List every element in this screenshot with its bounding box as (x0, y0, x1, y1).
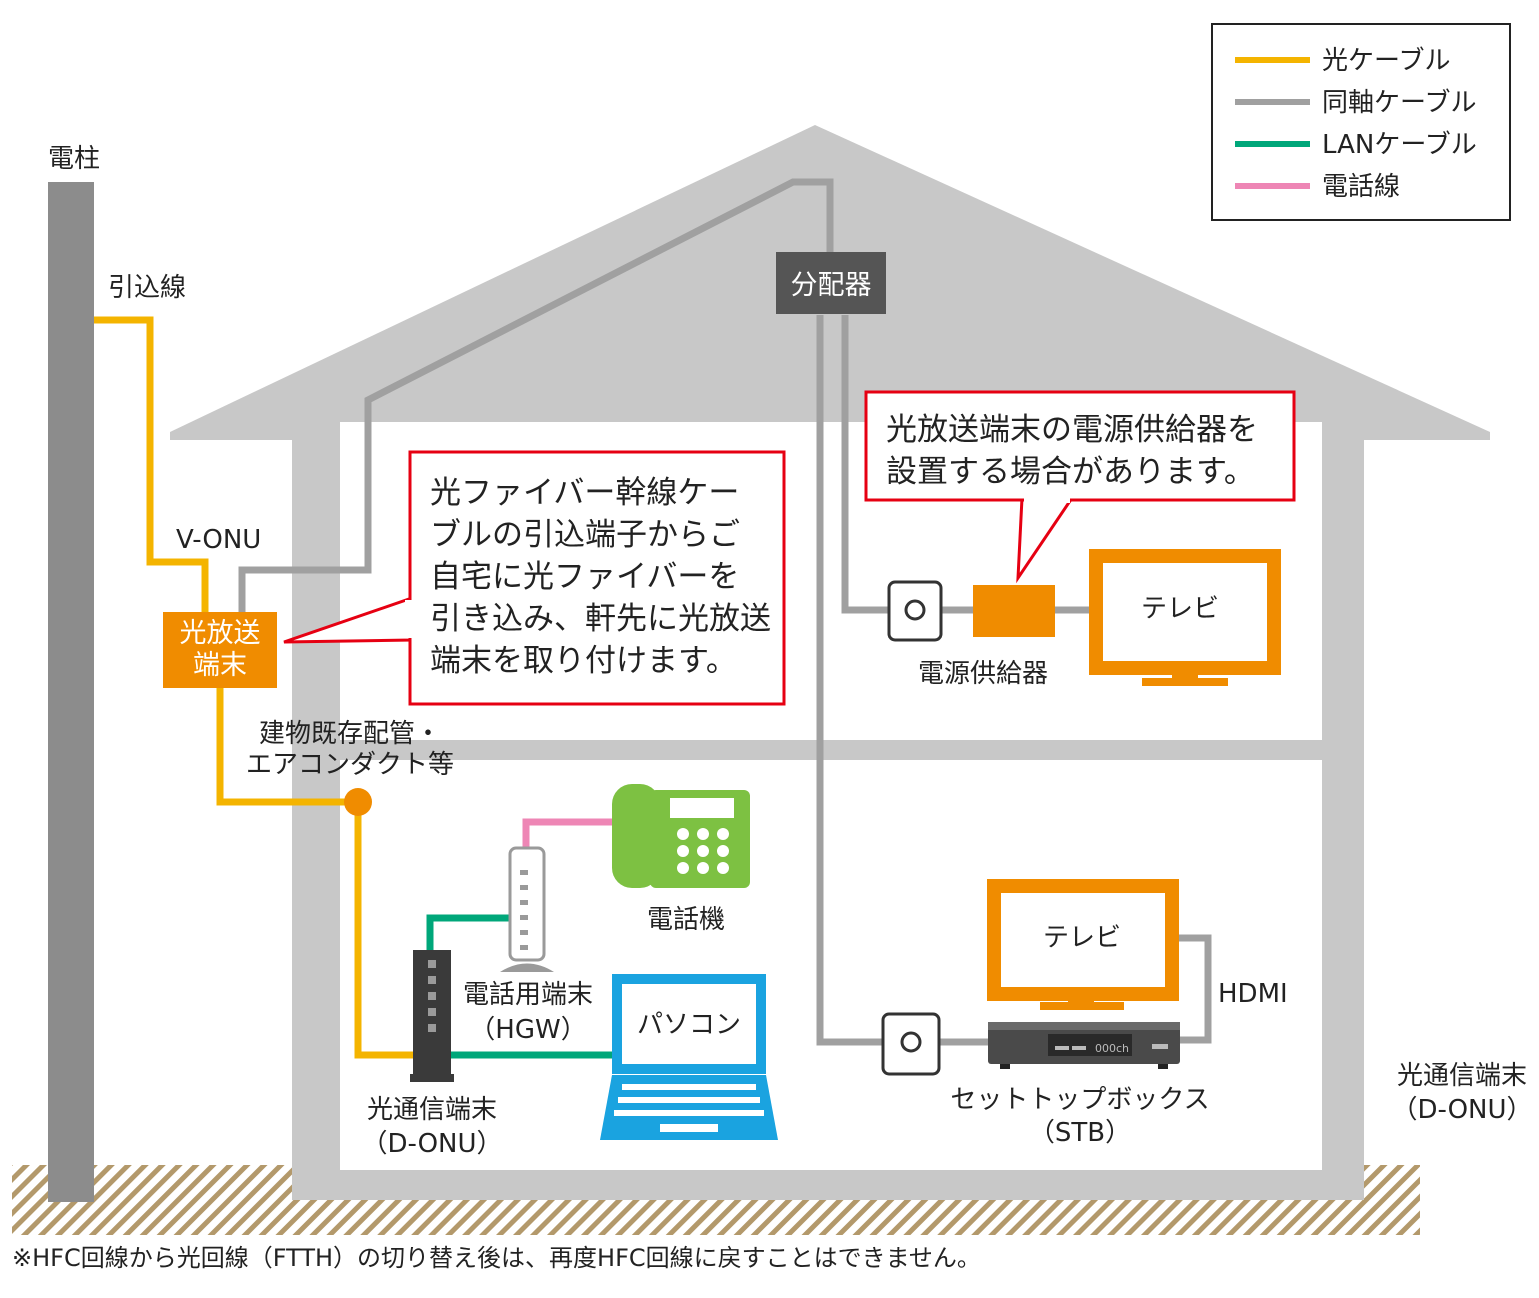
wall-outlet-lower (881, 1012, 941, 1076)
phone-label: 電話機 (647, 905, 725, 935)
stb-line2: （STB） (1029, 1118, 1131, 1148)
donu-right-line1: 光通信端末 (1397, 1061, 1527, 1091)
coax-cables (238, 178, 1212, 1046)
donu-line1: 光通信端末 (367, 1095, 497, 1125)
hgw-device (500, 846, 554, 972)
pole-label: 電柱 (48, 144, 100, 174)
callout-right: 光放送端末の電源供給器を 設置する場合があります。 (864, 390, 1296, 584)
legend-label-coax: 同軸ケーブル (1322, 88, 1476, 118)
callout-left-line5: 端末を取り付けます。 (430, 643, 737, 679)
existing-pipe-line2: エアコンダクト等 (246, 750, 454, 780)
tv-lower: テレビ (987, 879, 1179, 1010)
callout-left-line3: 自宅に光ファイバーを (430, 559, 739, 595)
laptop-pc: パソコン (600, 974, 778, 1140)
optical-broadcast-terminal: 光放送 端末 (163, 612, 277, 688)
set-top-box: 000ch (988, 1022, 1180, 1069)
hgw-line2: （HGW） (469, 1015, 586, 1045)
power-supply-label: 電源供給器 (918, 659, 1048, 689)
legend-label-lan: LANケーブル (1322, 130, 1477, 160)
donu-line2: （D-ONU） (361, 1129, 502, 1159)
legend-item-coax: 同軸ケーブル (1235, 88, 1476, 118)
phone-line (522, 818, 612, 848)
optical-terminal-line1: 光放送 (180, 618, 261, 649)
hdmi-label: HDMI (1218, 979, 1288, 1009)
power-supply-device (973, 585, 1055, 637)
lan-cables (426, 914, 615, 1059)
splitter: 分配器 (776, 252, 886, 314)
callout-left-line2: ブルの引込端子からご (430, 517, 740, 553)
donu-right-line2: （D-ONU） (1391, 1095, 1532, 1125)
tv-upper-label: テレビ (1141, 594, 1219, 624)
footnote: ※HFC回線から光回線（FTTH）の切り替え後は、再度HFC回線に戻すことはでき… (12, 1244, 981, 1272)
legend-item-optical: 光ケーブル (1235, 46, 1450, 76)
telephone (612, 784, 750, 888)
existing-pipe-line1: 建物既存配管・ (259, 719, 441, 749)
callout-right-line2: 設置する場合があります。 (886, 454, 1255, 490)
legend-label-phone: 電話線 (1322, 172, 1400, 202)
hgw-line1: 電話用端末 (463, 980, 593, 1010)
optical-terminal-line2: 端末 (193, 650, 247, 681)
stb-display: 000ch (1095, 1042, 1129, 1055)
tv-lower-label: テレビ (1043, 923, 1121, 953)
legend-label-optical: 光ケーブル (1322, 46, 1450, 76)
wall-outlet-upper (887, 580, 943, 642)
callout-left-line4: 引き込み、軒先に光放送 (430, 601, 771, 637)
pc-label: パソコン (637, 1010, 741, 1040)
callout-left-line1: 光ファイバー幹線ケー (430, 475, 739, 511)
legend-item-phone: 電話線 (1235, 172, 1400, 202)
legend-item-lan: LANケーブル (1235, 130, 1477, 160)
pipe-junction-dot (344, 788, 372, 816)
callout-left: 光ファイバー幹線ケー ブルの引込端子からご 自宅に光ファイバーを 引き込み、軒先… (283, 450, 786, 706)
vonu-label: V-ONU (176, 525, 261, 555)
legend: 光ケーブル 同軸ケーブル LANケーブル 電話線 (1211, 23, 1511, 221)
splitter-label: 分配器 (791, 270, 872, 301)
dropcable-label: 引込線 (108, 273, 186, 303)
stb-line1: セットトップボックス (950, 1085, 1209, 1115)
utility-pole (48, 182, 94, 1202)
d-onu-device (410, 950, 454, 1082)
tv-upper: テレビ (1089, 549, 1281, 686)
callout-right-line1: 光放送端末の電源供給器を (886, 412, 1258, 448)
